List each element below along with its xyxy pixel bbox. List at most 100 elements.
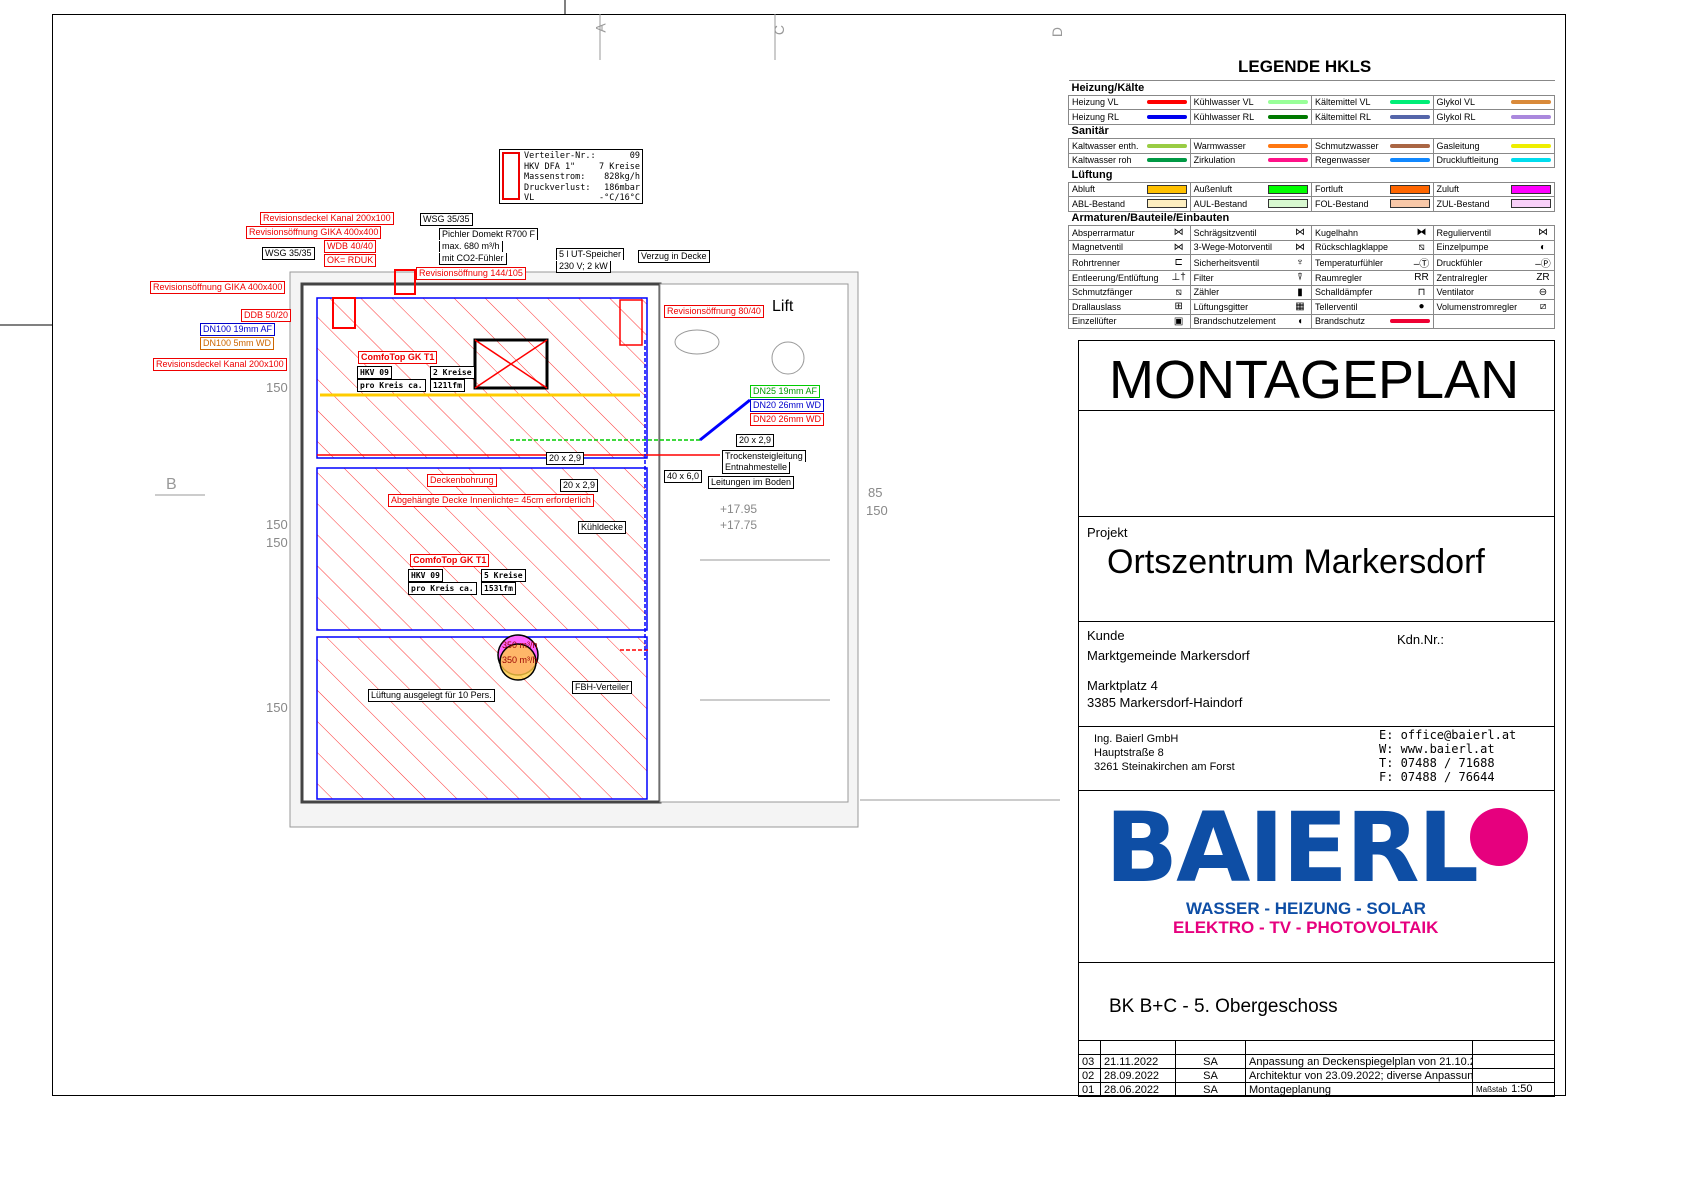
legend-label: Zentralregler xyxy=(1436,272,1488,283)
company-web[interactable]: W: www.baierl.at xyxy=(1379,742,1495,756)
rev-date: 21.11.2022 xyxy=(1100,1054,1176,1069)
legend-label: Schalldämpfer xyxy=(1315,287,1373,298)
plan-label: Trockensteigleitung xyxy=(722,450,806,462)
symbol-icon: ⍒ xyxy=(1297,272,1304,284)
plan-label: DN100 19mm AF xyxy=(200,323,276,336)
legend-item: FOL-Bestand xyxy=(1315,199,1430,209)
line-swatch-icon xyxy=(1389,114,1430,119)
legend-item: Magnetventil⋈ xyxy=(1072,242,1187,253)
value: 828kg/h xyxy=(604,172,640,182)
legend-label: Einzelpumpe xyxy=(1436,242,1489,253)
legend-label: Kaltwasser enth. xyxy=(1072,140,1139,151)
legend-row: Magnetventil⋈3-Wege-Motorventil⋈Rückschl… xyxy=(1068,239,1556,255)
legend-item: Kältemittel VL xyxy=(1315,97,1430,107)
symbol-icon: ▮ xyxy=(1297,286,1303,298)
legend-section-header: Heizung/Kälte xyxy=(1068,80,1555,96)
company-phone: T: 07488 / 71688 xyxy=(1379,756,1495,770)
line-swatch-icon xyxy=(1268,158,1309,163)
plan-label: Revisionsdeckel Kanal 200x100 xyxy=(153,358,287,371)
line-swatch-icon xyxy=(1389,158,1430,163)
legend-label: Kühlwasser RL xyxy=(1193,111,1255,122)
plan-label: 20 x 2,9 xyxy=(560,479,599,492)
legend-item: Zähler▮ xyxy=(1194,287,1308,298)
legend-row: Absperrarmatur⋈Schrägsitzventil⋈Kugelhah… xyxy=(1068,225,1556,241)
rev-desc: Anpassung an Deckenspiegelplan von 21.10… xyxy=(1245,1054,1473,1069)
plan-label: 2 Kreise xyxy=(430,366,475,379)
legend-item: Temperaturfühler–Ⓣ xyxy=(1315,255,1430,271)
plan-label: Revisionsöffnung GIKA 400x400 xyxy=(246,226,382,239)
plan-label: ComfoTop GK T1 xyxy=(358,351,438,364)
legend-label: Regulierventil xyxy=(1436,227,1492,238)
legend-label: Außenluft xyxy=(1193,184,1233,195)
legend-label: Regenwasser xyxy=(1315,155,1371,166)
line-swatch-icon xyxy=(1268,100,1309,105)
client-no-label: Kdn.Nr.: xyxy=(1397,632,1444,647)
elevation: +17.75 xyxy=(720,518,758,532)
client-street: Marktplatz 4 xyxy=(1087,678,1158,693)
legend-label: Heizung VL xyxy=(1072,97,1119,108)
value: 7 Kreise xyxy=(599,161,640,172)
legend-item: Glykol VL xyxy=(1437,97,1551,107)
legend-label: Drallauslass xyxy=(1072,301,1122,312)
project-name: Ortszentrum Markersdorf xyxy=(1107,543,1485,581)
logo-pig-icon xyxy=(1470,808,1528,866)
rev-desc: Architektur von 23.09.2022; diverse Anpa… xyxy=(1245,1068,1473,1083)
plan-label: HKV 09 xyxy=(357,366,392,379)
distributor-info: Verteiler-Nr.:09 HKV DFA 1"7 Kreise Mass… xyxy=(499,149,643,204)
plan-label: DDB 50/20 xyxy=(241,309,292,322)
value: 186mbar xyxy=(604,182,640,193)
legend-item: Zirkulation xyxy=(1194,155,1309,165)
legend-item: Zuluft xyxy=(1437,184,1551,194)
legend-title: LEGENDE HKLS xyxy=(1238,57,1372,76)
legend-item: Einzelpumpe◐ xyxy=(1437,242,1551,253)
client-section: Kunde Kdn.Nr.: Marktgemeinde Markersdorf… xyxy=(1079,622,1554,727)
legend-item: Schrägsitzventil⋈ xyxy=(1194,227,1308,238)
legend-label: Zuluft xyxy=(1436,184,1460,195)
rev-no: 01 xyxy=(1078,1082,1101,1097)
label: Verteiler-Nr.: xyxy=(524,151,596,161)
legend-label: Tellerventil xyxy=(1315,301,1358,312)
legend-item: Fortluft xyxy=(1315,184,1430,194)
symbol-icon: ⊥† xyxy=(1171,272,1186,284)
legend-section-header: Lüftung xyxy=(1068,167,1555,183)
legend-label: Kältemittel VL xyxy=(1315,97,1371,108)
legend-label: Kältemittel RL xyxy=(1315,111,1372,122)
symbol-icon: –Ⓣ xyxy=(1413,259,1430,270)
plan-label: 40 x 6,0 xyxy=(664,470,703,483)
legend-label: Entleerung/Entlüftung xyxy=(1072,272,1159,283)
legend-item: Tellerventil● xyxy=(1315,301,1430,312)
line-swatch-icon xyxy=(1511,158,1551,163)
company-email[interactable]: E: office@baierl.at xyxy=(1379,728,1517,742)
legend-row: Drallauslass⊞Lüftungsgitter▦Tellerventil… xyxy=(1068,299,1556,315)
legend-item: Gasleitung xyxy=(1437,141,1551,151)
client-label: Kunde xyxy=(1087,628,1125,643)
duct-swatch-icon xyxy=(1389,199,1430,209)
duct-swatch-icon xyxy=(1511,184,1551,194)
plan-label: OK= RDUK xyxy=(324,254,377,267)
legend-item: Rohrtrenner⊏ xyxy=(1072,257,1187,268)
line-swatch-icon xyxy=(1268,143,1309,148)
rev-date: 28.06.2022 xyxy=(1100,1082,1176,1097)
legend-label: Rückschlagklappe xyxy=(1315,242,1389,253)
plan-label: Revisionsöffnung 80/40 xyxy=(664,305,764,318)
plan-label: Verzug in Decke xyxy=(638,250,710,263)
project-label: Projekt xyxy=(1087,525,1128,540)
plan-label: 20 x 2,9 xyxy=(546,452,585,465)
legend-label: Gasleitung xyxy=(1436,140,1480,151)
legend-item: Volumenstromregler⧄ xyxy=(1437,301,1551,312)
logo-section xyxy=(1079,791,1554,963)
grid-axis-label: A xyxy=(592,23,609,33)
plan-label: Entnahmestelle xyxy=(722,462,791,474)
legend-item: Druckluftleitung xyxy=(1437,155,1551,165)
plan-label: FBH-Verteiler xyxy=(572,681,633,694)
plan-label: DN20 26mm WD xyxy=(750,413,825,426)
value: -°C/16°C xyxy=(599,193,640,203)
distributor-symbol-icon xyxy=(502,152,520,200)
legend-label: Schmutzfänger xyxy=(1072,287,1133,298)
plan-label: pro Kreis ca. xyxy=(357,379,426,392)
drawing-title: BK B+C - 5. Obergeschoss xyxy=(1109,996,1338,1017)
rev-no: 03 xyxy=(1078,1054,1101,1069)
